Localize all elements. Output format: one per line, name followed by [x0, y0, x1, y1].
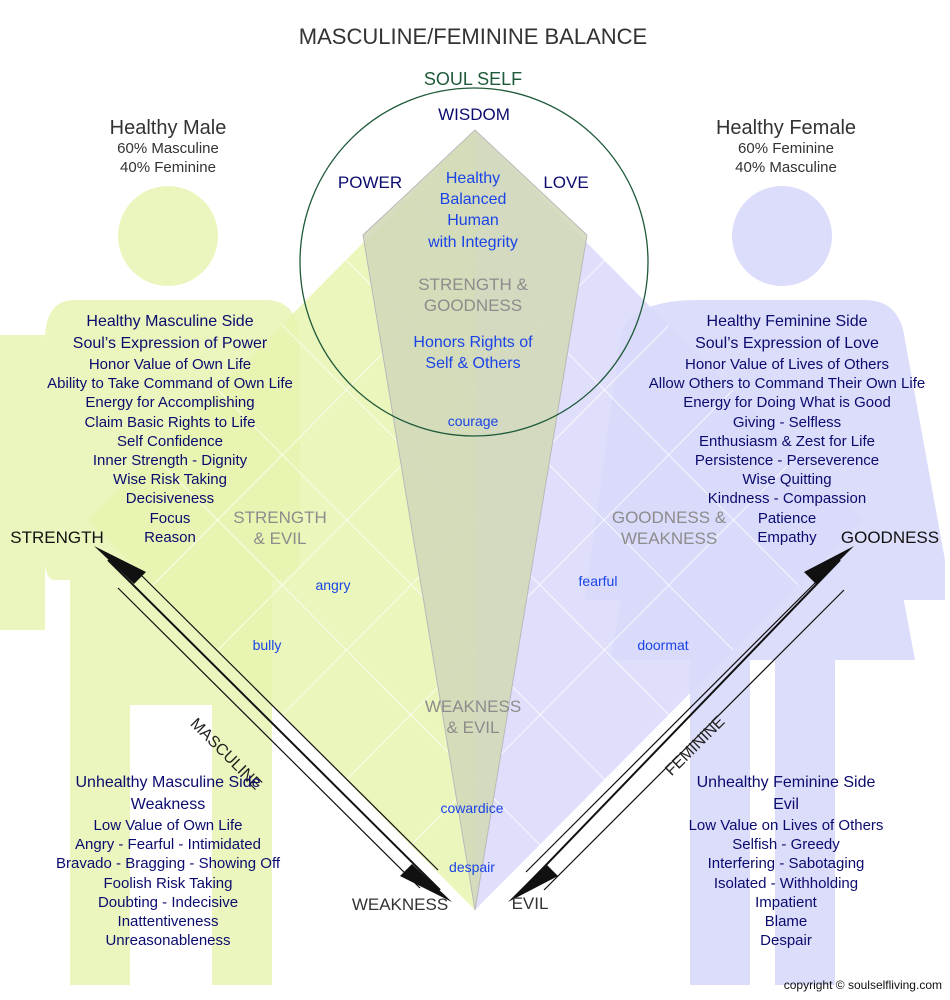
healthy-feminine-subheading: Soul’s Expression of Love — [695, 335, 879, 352]
goodness-corner-label: GOODNESS — [840, 528, 940, 547]
feminine-arrowhead-down — [508, 864, 558, 902]
list-item: Empathy — [757, 528, 817, 546]
soul-self-label: SOUL SELF — [423, 69, 523, 89]
list-item: Doubting - Indecisive — [97, 893, 239, 911]
list-item: Energy for Accomplishing — [85, 394, 255, 412]
feminine-arrowhead-up — [804, 546, 854, 584]
list-item: Low Value on Lives of Others — [688, 817, 884, 834]
courage-label: courage — [447, 413, 499, 429]
healthy-masculine-subheading: Soul’s Expression of Power — [72, 335, 268, 352]
healthy-line-1: Healthy — [445, 170, 501, 187]
list-item: Unreasonableness — [105, 932, 231, 950]
strength-evil-line-1: STRENGTH — [233, 508, 327, 527]
list-item: Blame — [764, 913, 808, 931]
strength-corner-label: STRENGTH — [10, 528, 104, 547]
healthy-line-2: Balanced — [439, 191, 507, 208]
unhealthy-masculine-subheading: Weakness — [130, 796, 206, 813]
list-item: Interfering - Sabotaging — [707, 855, 865, 873]
list-item: Claim Basic Rights to Life — [84, 413, 256, 431]
list-item: Inner Strength - Dignity — [92, 452, 248, 470]
healthy-female-line-2: 40% Masculine — [735, 159, 837, 176]
soul-self-circle — [299, 87, 649, 437]
list-item: Honor Value of Own Life — [88, 356, 252, 373]
list-item: Wise Quitting — [742, 471, 832, 489]
list-item: Decisiveness — [125, 490, 215, 508]
male-head — [118, 186, 218, 286]
list-item: Inattentiveness — [117, 913, 219, 931]
unhealthy-masculine-list: Low Value of Own Life Angry - Fearful - … — [56, 816, 280, 950]
list-item: Angry - Fearful - Intimidated — [75, 836, 261, 854]
list-item: Allow Others to Command Their Own Life — [648, 375, 926, 393]
goodness-weakness-line-1: GOODNESS & — [611, 508, 727, 527]
healthy-feminine-heading: Healthy Feminine Side — [706, 313, 868, 330]
weakness-evil-line-2: & EVIL — [446, 718, 500, 737]
list-item: Enthusiasm & Zest for Life — [699, 432, 875, 450]
love-label: LOVE — [543, 173, 589, 192]
healthy-feminine-list: Honor Value of Lives of Others Allow Oth… — [649, 355, 926, 547]
list-item: Self Confidence — [117, 432, 223, 450]
power-label: POWER — [337, 173, 403, 192]
healthy-female-title: Healthy Female — [715, 117, 857, 139]
list-item: Isolated - Withholding — [713, 874, 859, 892]
list-item: Ability to Take Command of Own Life — [47, 375, 293, 393]
list-item: Foolish Risk Taking — [103, 874, 233, 892]
list-item: Reason — [144, 528, 196, 546]
angry-label: angry — [315, 577, 351, 593]
copyright-notice: copyright © soulselfliving.com — [783, 978, 942, 992]
list-item: Patience — [757, 509, 817, 527]
weakness-corner-label: WEAKNESS — [351, 895, 449, 914]
diagram-title: MASCULINE/FEMININE BALANCE — [298, 24, 648, 49]
healthy-line-3: Human — [447, 212, 499, 229]
list-item: Low Value of Own Life — [93, 817, 243, 834]
fearful-label: fearful — [578, 573, 618, 589]
female-head — [732, 186, 832, 286]
honors-line-1: Honors Rights of — [413, 334, 533, 351]
list-item: Wise Risk Taking — [113, 471, 227, 489]
evil-corner-label: EVIL — [511, 894, 549, 913]
cowardice-label: cowardice — [440, 800, 504, 816]
weakness-evil-line-1: WEAKNESS — [424, 697, 522, 716]
masculine-arrowhead-down — [400, 864, 452, 902]
list-item: Kindness - Compassion — [707, 490, 867, 508]
healthy-female-line-1: 60% Feminine — [738, 140, 834, 157]
list-item: Energy for Doing What is Good — [683, 394, 891, 412]
unhealthy-feminine-subheading: Evil — [773, 796, 799, 813]
despair-label: despair — [449, 859, 495, 875]
list-item: Focus — [149, 509, 191, 527]
strength-goodness-line-2: GOODNESS — [423, 296, 523, 315]
healthy-masculine-list: Honor Value of Own Life Ability to Take … — [47, 355, 293, 547]
list-item: Despair — [760, 932, 812, 950]
strength-evil-line-2: & EVIL — [253, 529, 307, 548]
list-item: Persistence - Perseverence — [694, 452, 880, 470]
wisdom-label: WISDOM — [438, 105, 510, 124]
honors-line-2: Self & Others — [425, 355, 521, 372]
bully-label: bully — [252, 637, 282, 653]
strength-goodness-line-1: STRENGTH & — [418, 275, 528, 294]
male-arm-left — [0, 335, 45, 630]
goodness-weakness-line-2: WEAKNESS — [620, 529, 718, 548]
feminine-axis-arrow — [508, 546, 854, 902]
list-item: Selfish - Greedy — [732, 836, 840, 854]
masculine-axis-arrow — [94, 546, 452, 902]
unhealthy-feminine-heading: Unhealthy Feminine Side — [696, 774, 876, 791]
masculine-arrowhead-up — [94, 546, 146, 584]
list-item: Giving - Selfless — [732, 413, 842, 431]
doormat-label: doormat — [637, 637, 689, 653]
healthy-male-title: Healthy Male — [109, 117, 227, 139]
healthy-male-line-1: 60% Masculine — [117, 140, 219, 157]
healthy-male-line-2: 40% Feminine — [120, 159, 216, 176]
center-wedge — [362, 129, 588, 911]
healthy-masculine-heading: Healthy Masculine Side — [86, 313, 254, 330]
unhealthy-feminine-list: Low Value on Lives of Others Selfish - G… — [689, 816, 884, 950]
list-item: Bravado - Bragging - Showing Off — [55, 855, 281, 873]
list-item: Honor Value of Lives of Others — [685, 356, 889, 373]
unhealthy-masculine-heading: Unhealthy Masculine Side — [75, 774, 261, 791]
list-item: Impatient — [755, 893, 817, 911]
healthy-line-4: with Integrity — [428, 234, 518, 251]
